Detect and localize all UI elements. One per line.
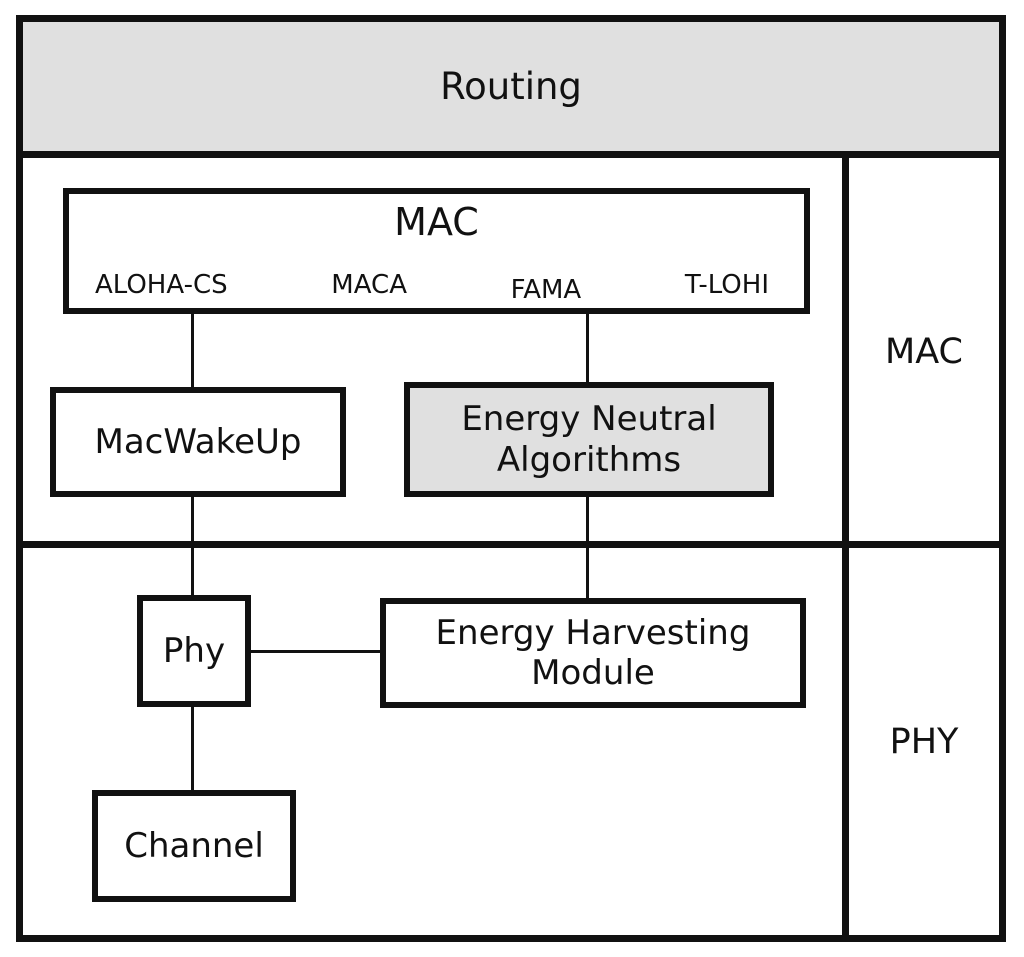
energy-neutral-algorithms-label: Energy Neutral Algorithms: [461, 399, 717, 480]
protocol-maca: MACA: [331, 269, 407, 300]
protocol-t-lohi: T-LOHI: [684, 269, 769, 300]
energy-harvesting-module-label: Energy Harvesting Module: [435, 612, 751, 693]
channel-label: Channel: [124, 826, 264, 866]
routing-layer-box: Routing: [16, 15, 1006, 158]
mac-layer-side-label: MAC: [885, 332, 963, 372]
macwakeup-box: MacWakeUp: [50, 387, 346, 497]
energy-neutral-algorithms-box: Energy Neutral Algorithms: [404, 382, 774, 497]
mac-protocols-box: MAC ALOHA-CS MACA FAMA T-LOHI: [63, 188, 810, 314]
mac-phy-divider: [16, 541, 1006, 548]
routing-layer-label: Routing: [440, 65, 582, 108]
connector-macwakeup-to-phy: [191, 497, 194, 595]
connector-energy-neutral-to-energy-harvesting: [586, 497, 589, 598]
protocol-aloha-cs: ALOHA-CS: [95, 269, 228, 300]
phy-layer-side-label: PHY: [889, 722, 959, 762]
energy-harvesting-module-box: Energy Harvesting Module: [380, 598, 806, 708]
connector-phy-to-channel: [191, 707, 194, 790]
connector-mac-to-macwakeup: [191, 314, 194, 387]
connector-phy-to-energy-harvesting: [251, 650, 380, 653]
channel-box: Channel: [92, 790, 296, 902]
mac-protocols-row: ALOHA-CS MACA FAMA T-LOHI: [69, 269, 804, 305]
side-column-divider: [842, 158, 849, 942]
protocol-fama: FAMA: [510, 274, 582, 305]
phy-label: Phy: [162, 631, 226, 671]
connector-mac-to-energy-neutral: [586, 314, 589, 382]
mac-box-title: MAC: [394, 200, 479, 244]
phy-box: Phy: [137, 595, 251, 707]
macwakeup-label: MacWakeUp: [94, 422, 302, 462]
